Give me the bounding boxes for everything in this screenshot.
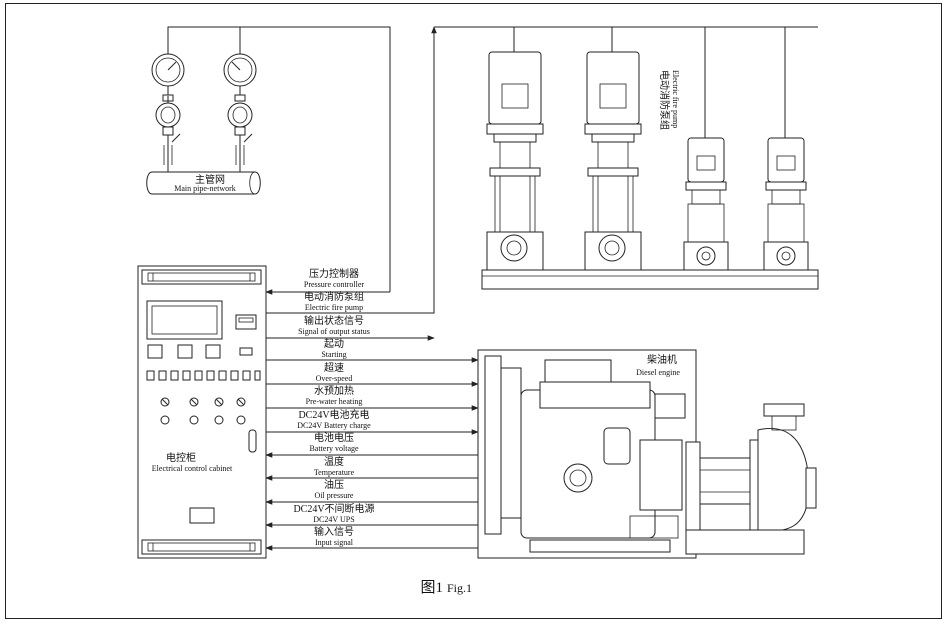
signal-label-cn: DC24V不间断电源 — [293, 502, 374, 515]
signal-label-cn: 起动 — [324, 338, 344, 350]
signal-label-en: Signal of output status — [298, 327, 370, 336]
pressure-gauge-2 — [223, 53, 257, 172]
small-pump-2 — [763, 137, 809, 271]
electric-fire-pump-set: 电动消防泵组 Electric fire pump — [434, 26, 819, 290]
signal-label-cn: 输出状态信号 — [304, 314, 364, 327]
large-pump-1 — [486, 51, 544, 271]
signal-label-en: Pressure controller — [304, 280, 365, 289]
electric-pump-label-en: Electric fire pump — [671, 70, 680, 128]
main-pipe-label-cn: 主管网 — [195, 173, 225, 186]
signal-label-en: Pre-water heating — [306, 397, 363, 406]
cabinet-label-cn: 电控柜 — [166, 451, 196, 464]
signal-label-en: DC24V UPS — [313, 515, 354, 524]
signal-label-en: Over-speed — [316, 374, 353, 383]
signal-label-cn: 油压 — [324, 478, 344, 491]
pressure-gauge-1 — [151, 53, 185, 172]
diesel-label-cn: 柴油机 — [647, 353, 677, 366]
indicator-lamp-row — [146, 370, 261, 381]
main-pipe-label-en: Main pipe-network — [174, 184, 236, 193]
signal-label-cn: 超速 — [324, 361, 344, 374]
small-pump-1 — [683, 137, 729, 271]
signal-label-en: Oil pressure — [315, 491, 354, 500]
electric-pump-label-cn: 电动消防泵组 — [658, 70, 671, 130]
pressure-gauge-assembly: 主管网 Main pipe-network — [146, 26, 391, 292]
pump-base — [481, 269, 819, 290]
electrical-control-cabinet: 电控柜 Electrical control cabinet — [137, 265, 267, 559]
signal-label-cn: DC24V电池充电 — [298, 408, 369, 421]
caption-cn: 图1 — [420, 579, 443, 596]
outer-frame — [5, 3, 942, 619]
horizontal-fire-pump — [685, 403, 817, 555]
signal-lines — [265, 289, 479, 551]
signal-label-cn: 压力控制器 — [309, 267, 359, 280]
signal-label-en: Electric fire pump — [305, 303, 363, 312]
signal-label-cn: 输入信号 — [314, 525, 354, 538]
signal-label-cn: 电池电压 — [314, 431, 354, 444]
cabinet-display — [146, 300, 223, 340]
selector-switch-row — [160, 397, 246, 425]
signal-label-cn: 电动消防泵组 — [304, 290, 364, 303]
signal-labels: 压力控制器 Pressure controller 电动消防泵组 Electri… — [293, 267, 374, 547]
signal-label-en: Battery voltage — [309, 444, 359, 453]
figure-caption: 图1 Fig.1 — [420, 579, 472, 596]
large-pump-2 — [584, 51, 642, 271]
cabinet-nameplate — [189, 507, 215, 524]
diesel-engine: 柴油机 Diesel engine — [477, 349, 697, 559]
caption-en: Fig.1 — [447, 581, 472, 595]
cabinet-handle — [248, 429, 257, 453]
signal-label-en: Temperature — [314, 468, 355, 477]
signal-label-en: Starting — [321, 350, 346, 359]
diesel-label-en: Diesel engine — [636, 368, 680, 377]
signal-label-cn: 温度 — [324, 455, 344, 468]
cabinet-label-en: Electrical control cabinet — [152, 464, 233, 473]
signal-label-en: DC24V Battery charge — [297, 421, 371, 430]
signal-label-en: Input signal — [315, 538, 354, 547]
signal-label-cn: 水预加热 — [314, 384, 354, 397]
